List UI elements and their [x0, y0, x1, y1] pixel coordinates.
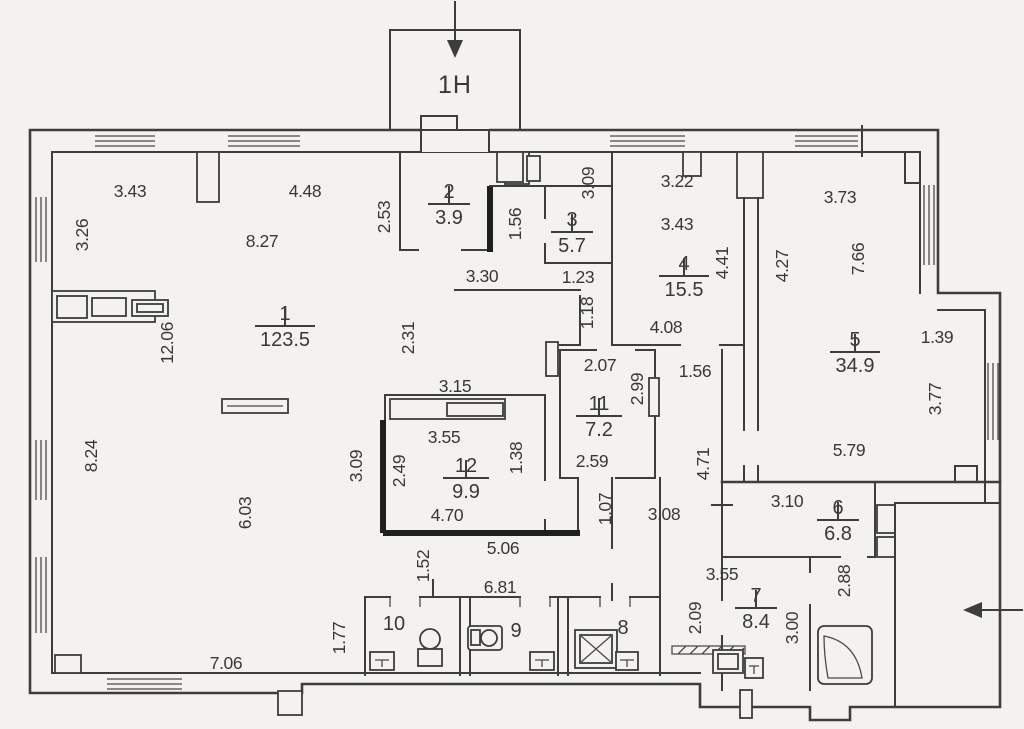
side-entry-arrow-icon: [963, 602, 1023, 618]
room-area: 8.4: [742, 611, 770, 633]
dim-label: 2.99: [627, 373, 647, 405]
radiator: [221, 398, 289, 414]
kitchen-counter: [51, 290, 169, 323]
dim-label: 3.22: [661, 171, 693, 191]
door-leaf: [420, 115, 458, 131]
dim-label: 5.06: [487, 538, 519, 558]
dim-label: 1.23: [562, 267, 594, 287]
dim-label: 2.31: [398, 322, 418, 354]
dim-label: 3.09: [578, 167, 598, 199]
dim-label: 6.03: [235, 497, 255, 529]
dim-label: 1.56: [505, 208, 525, 240]
dim-label: 4.48: [289, 181, 321, 201]
dim-label: 3.30: [466, 266, 499, 286]
dim-label: 5.79: [833, 440, 865, 460]
dim-label: 3.43: [661, 214, 693, 234]
room-area: 6.8: [824, 523, 852, 545]
dim-label: 3.55: [428, 427, 460, 447]
room-area: 3.9: [435, 207, 463, 229]
toilet-icon: [417, 628, 443, 667]
dim-label: 3.15: [439, 376, 471, 396]
dim-label: 1.38: [506, 442, 526, 474]
dim-label: 3.77: [925, 383, 945, 415]
room-labels: 1 123.5 2 3.9 3 5.7 4 15.5 5 34.9 6 6.8: [255, 181, 880, 642]
dim-label: 2.88: [834, 565, 854, 597]
dim-label: 1.77: [329, 622, 349, 654]
dim-label: 4.08: [650, 317, 682, 337]
room-label-7: 7 8.4: [735, 585, 777, 633]
dim-label: 1.56: [679, 361, 711, 381]
dim-label: 3.55: [706, 564, 738, 584]
room-area: 9.9: [452, 481, 480, 503]
room-label-8: 8: [617, 617, 628, 639]
room-label-11: 11 7.2: [576, 393, 622, 441]
room-label-9: 9: [510, 620, 521, 642]
room-label-6: 6 6.8: [817, 497, 859, 545]
dim-label: 8.24: [81, 439, 101, 472]
dim-label: 8.27: [246, 231, 278, 251]
room-area: 123.5: [260, 329, 310, 351]
dim-label: 1.39: [921, 327, 953, 347]
dim-label: 3.00: [782, 611, 802, 644]
dimension-labels: 3.43 4.48 8.27 3.30 1.23 3.22 3.43 3.73 …: [72, 167, 954, 673]
dim-label: 2.53: [374, 201, 394, 233]
dim-label: 12.06: [157, 322, 177, 364]
dim-label: 4.41: [712, 247, 732, 279]
room-label-2: 2 3.9: [428, 181, 470, 229]
room-area: 34.9: [836, 355, 875, 377]
wall-pier: [277, 690, 303, 716]
dim-label: 1.18: [577, 297, 597, 329]
dim-label: 1.07: [595, 493, 615, 525]
dim-label: 2.59: [576, 451, 608, 471]
dim-label: 3.73: [824, 187, 856, 207]
wall-pilaster: [54, 654, 82, 674]
entry-vestibule: 1H: [389, 1, 521, 152]
room-area: 15.5: [665, 279, 704, 301]
room-label-4: 4 15.5: [659, 253, 709, 301]
window-hatches: [35, 135, 999, 690]
dim-label: 6.81: [484, 577, 516, 597]
room-label-5: 5 34.9: [830, 329, 880, 377]
porch: [894, 502, 1001, 708]
sink-icon: [467, 625, 503, 651]
dim-label: 2.07: [584, 355, 616, 375]
room-area: 7.2: [585, 419, 613, 441]
bathtub-icon: [817, 625, 873, 685]
dim-label: 3.26: [72, 219, 92, 251]
room-label-12: 12 9.9: [443, 455, 489, 503]
dim-label: 7.66: [848, 243, 868, 275]
dim-label: 3.43: [114, 181, 146, 201]
exterior-walls: [28, 128, 1002, 722]
dim-label: 3.08: [648, 504, 680, 524]
tap-icons: [369, 651, 764, 679]
shower-tray-icon: [574, 629, 618, 669]
entry-label: 1H: [438, 71, 472, 99]
dim-label: 2.09: [685, 602, 705, 634]
room-area: 5.7: [558, 235, 586, 257]
dim-label: 4.70: [431, 505, 464, 525]
room-label-3: 3 5.7: [551, 209, 593, 257]
dim-label: 3.09: [346, 450, 366, 482]
dim-label: 1.52: [413, 550, 433, 582]
washing-machine-icon: [712, 649, 744, 674]
dim-label: 3.10: [771, 491, 804, 511]
room-label-10: 10: [383, 613, 405, 635]
dim-label: 4.71: [693, 448, 713, 480]
wall-stub: [739, 689, 753, 719]
dim-label: 2.49: [389, 455, 409, 487]
dim-label: 4.27: [772, 250, 792, 282]
room-label-1: 1 123.5: [255, 303, 315, 351]
dim-label: 7.06: [210, 653, 242, 673]
wardrobe: [389, 398, 506, 420]
